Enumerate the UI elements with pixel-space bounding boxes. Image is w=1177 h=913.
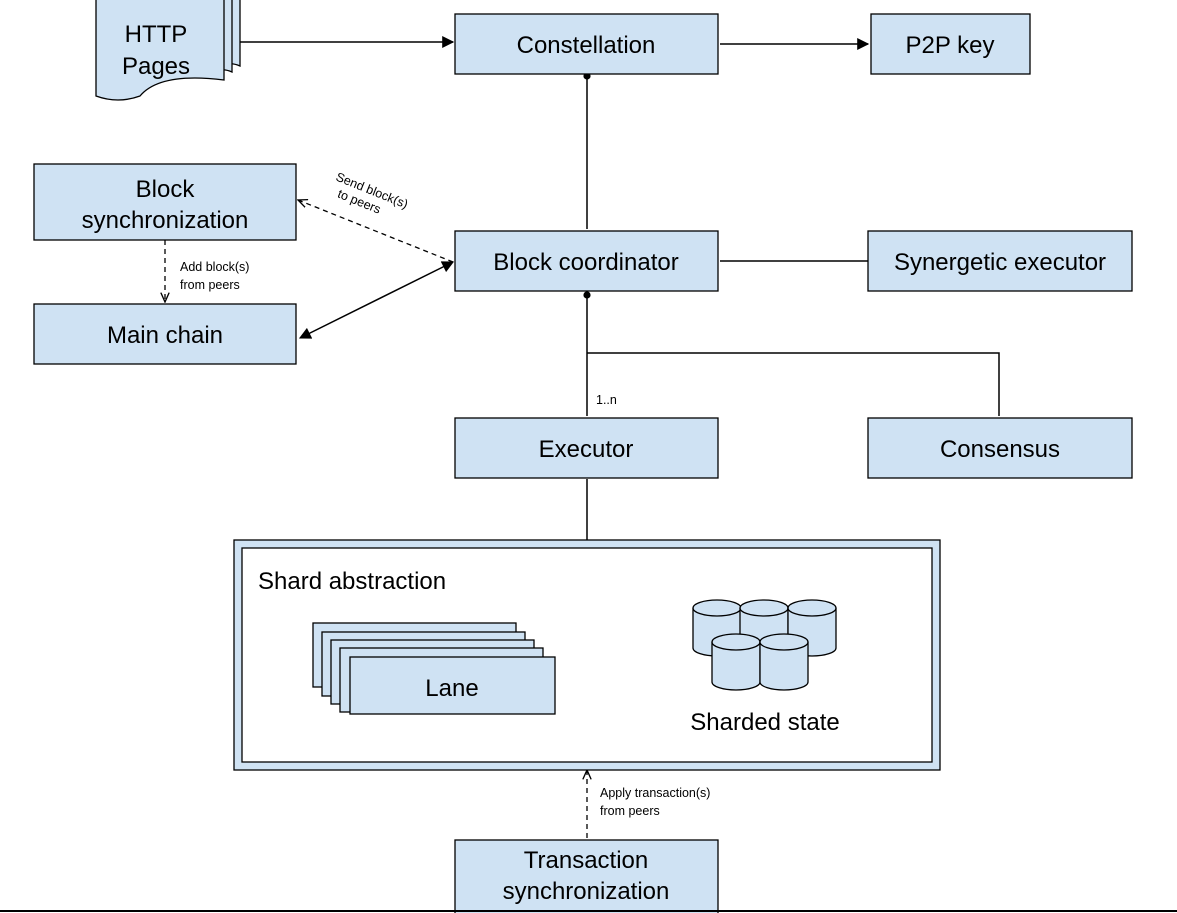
edge-consensus-to-coordinator	[587, 352, 1000, 416]
sharded-state-label: Sharded state	[690, 709, 839, 736]
block-coordinator-label: Block coordinator	[493, 249, 678, 276]
edge-label-add-blocks-line1: Add block(s)	[180, 260, 249, 274]
executor-label: Executor	[539, 436, 634, 463]
http-pages-node: HTTP Pages	[95, 0, 241, 101]
synergetic-executor-node: Synergetic executor	[867, 230, 1133, 292]
tx-sync-node: Transaction synchronization	[454, 839, 719, 913]
edge-coordinator-to-blocksync	[298, 200, 454, 263]
edge-label-multiplicity: 1..n	[596, 393, 617, 407]
svg-text:Send block(s) to peers: Send block(s) to peers	[328, 170, 413, 227]
executor-node: Executor	[454, 417, 719, 479]
main-chain-label: Main chain	[107, 322, 223, 349]
shard-abstraction-container: Shard abstraction Lane	[233, 539, 941, 771]
main-chain-node: Main chain	[33, 303, 297, 365]
edge-label-add-blocks-line2: from peers	[180, 278, 240, 292]
edge-label-send-blocks: Send block(s) to peers	[328, 170, 413, 227]
http-pages-label-line1: HTTP	[125, 21, 188, 48]
tx-sync-label-line1: Transaction	[524, 847, 649, 874]
consensus-node: Consensus	[867, 417, 1133, 479]
sharded-state-icon	[692, 599, 837, 691]
edge-label-apply-tx-line2: from peers	[600, 804, 660, 818]
tx-sync-label-line2: synchronization	[503, 878, 670, 905]
block-coordinator-node: Block coordinator	[454, 230, 719, 292]
lane-stack: Lane	[312, 622, 556, 715]
block-sync-label-line1: Block	[136, 176, 196, 203]
http-pages-label-line2: Pages	[122, 53, 190, 80]
lane-label: Lane	[425, 675, 478, 702]
block-sync-node: Block synchronization	[33, 163, 297, 241]
p2p-key-node: P2P key	[870, 13, 1031, 75]
synergetic-executor-label: Synergetic executor	[894, 249, 1106, 276]
shard-abstraction-label: Shard abstraction	[258, 568, 446, 595]
constellation-node: Constellation	[454, 13, 719, 75]
consensus-label: Consensus	[940, 436, 1060, 463]
block-sync-label-line2: synchronization	[82, 207, 249, 234]
edge-label-apply-tx-line1: Apply transaction(s)	[600, 786, 710, 800]
p2p-key-label: P2P key	[906, 32, 995, 59]
constellation-label: Constellation	[517, 32, 656, 59]
edge-coordinator-mainchain	[298, 261, 455, 339]
